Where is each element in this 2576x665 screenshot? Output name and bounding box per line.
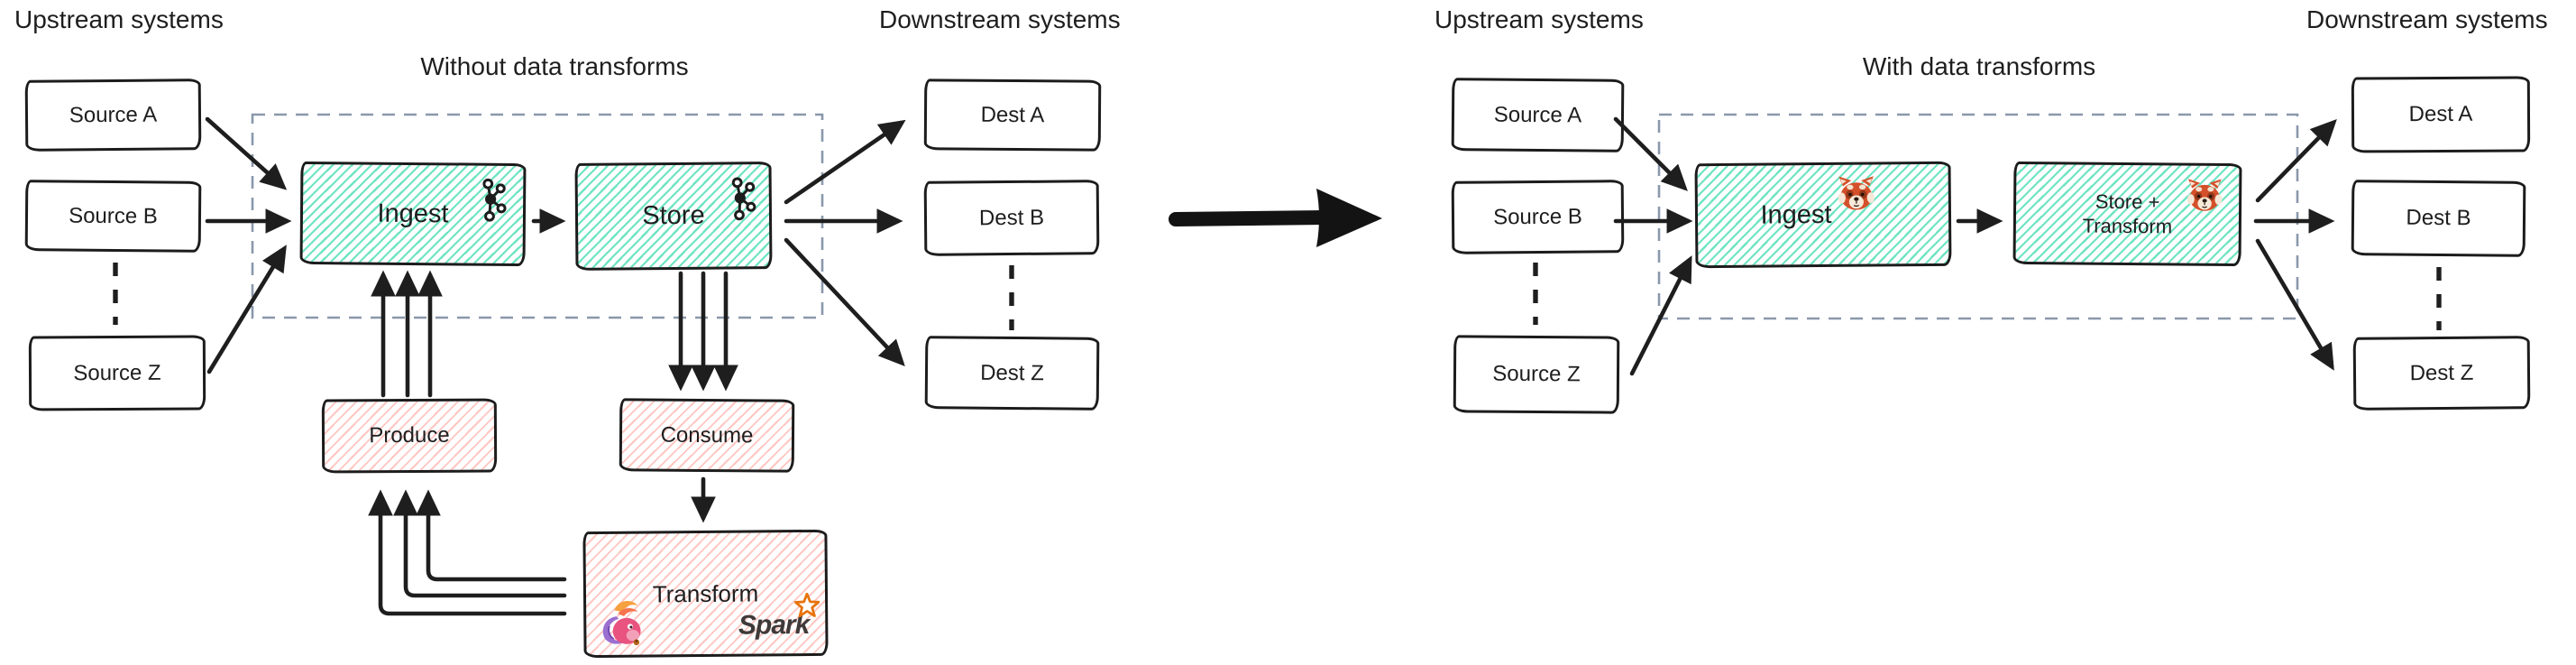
dest-b-label: Dest B xyxy=(2406,205,2471,231)
arrow-sourcea-ingest xyxy=(1613,116,1688,191)
store-transform-box: Store + Transform xyxy=(2012,161,2242,267)
store-box: Store xyxy=(574,162,773,271)
ingest-box: Ingest xyxy=(299,161,527,267)
arrow-sourcez-ingest xyxy=(1629,255,1692,376)
redpanda-icon xyxy=(1838,176,1875,210)
arrow-store-desta xyxy=(784,119,906,205)
source-z-label: Source Z xyxy=(73,360,161,385)
dest-z-label: Dest Z xyxy=(980,360,1044,385)
produce-label: Produce xyxy=(369,422,450,448)
arrow-storetransform-desta xyxy=(2255,119,2337,203)
source-b-label: Source B xyxy=(69,203,158,228)
big-transition-arrow xyxy=(1169,189,1382,247)
flink-icon xyxy=(602,601,641,646)
store-transform-line1: Store + xyxy=(2095,189,2160,213)
arrow-transform-produce xyxy=(393,489,567,598)
dest-b-box: Dest B xyxy=(2351,180,2526,257)
dest-z-box: Dest Z xyxy=(2352,336,2531,411)
dest-b-label: Dest B xyxy=(978,205,1045,230)
transform-box: Transform Spark xyxy=(582,529,829,659)
source-b-box: Source B xyxy=(24,180,202,253)
source-a-label: Source A xyxy=(69,102,158,127)
store-transform-label: Store + Transform xyxy=(2083,189,2173,239)
upstream-systems-label: Upstream systems xyxy=(1435,5,1644,33)
kafka-icon xyxy=(731,177,756,221)
upstream-systems-label: Upstream systems xyxy=(14,5,224,33)
redpanda-icon xyxy=(2186,179,2223,211)
source-z-label: Source Z xyxy=(1492,361,1581,387)
source-z-box: Source Z xyxy=(1453,335,1620,414)
source-a-label: Source A xyxy=(1493,102,1582,127)
arrow-storetransform-destz xyxy=(2255,238,2334,371)
dest-a-box: Dest A xyxy=(923,79,1102,152)
spark-logo: Spark xyxy=(738,592,820,642)
store-label: Store xyxy=(642,200,705,231)
right-diagram-title: With data transforms xyxy=(1862,52,2096,80)
consume-label: Consume xyxy=(660,422,754,448)
source-a-box: Source A xyxy=(1451,78,1625,152)
store-transform-line2: Transform xyxy=(2082,214,2173,238)
dest-b-box: Dest B xyxy=(923,180,1100,256)
source-b-box: Source B xyxy=(1451,180,1625,254)
left-diagram-title: Without data transforms xyxy=(420,52,689,80)
arrow-sourcez-ingest xyxy=(206,245,287,374)
dest-a-box: Dest A xyxy=(2351,76,2531,153)
spark-star-icon xyxy=(793,592,820,618)
dest-a-label: Dest A xyxy=(2408,101,2473,127)
produce-box: Produce xyxy=(321,398,498,474)
source-a-box: Source A xyxy=(24,79,202,152)
arrow-store-destz xyxy=(784,237,905,367)
ingest-label: Ingest xyxy=(377,199,449,228)
dest-z-box: Dest Z xyxy=(924,336,1100,411)
kafka-icon xyxy=(482,178,507,222)
downstream-systems-label: Downstream systems xyxy=(2306,5,2548,33)
arrow-transform-produce xyxy=(416,489,567,582)
source-b-label: Source B xyxy=(1493,204,1582,229)
ingest-box: Ingest xyxy=(1694,161,1952,269)
source-z-box: Source Z xyxy=(28,335,206,411)
ingest-label: Ingest xyxy=(1760,199,1832,230)
downstream-systems-label: Downstream systems xyxy=(879,5,1121,33)
arrow-transform-produce xyxy=(368,489,567,616)
arrow-sourcea-ingest xyxy=(205,116,288,190)
consume-box: Consume xyxy=(619,398,795,473)
dest-z-label: Dest Z xyxy=(2409,360,2474,385)
dest-a-label: Dest A xyxy=(980,102,1045,127)
